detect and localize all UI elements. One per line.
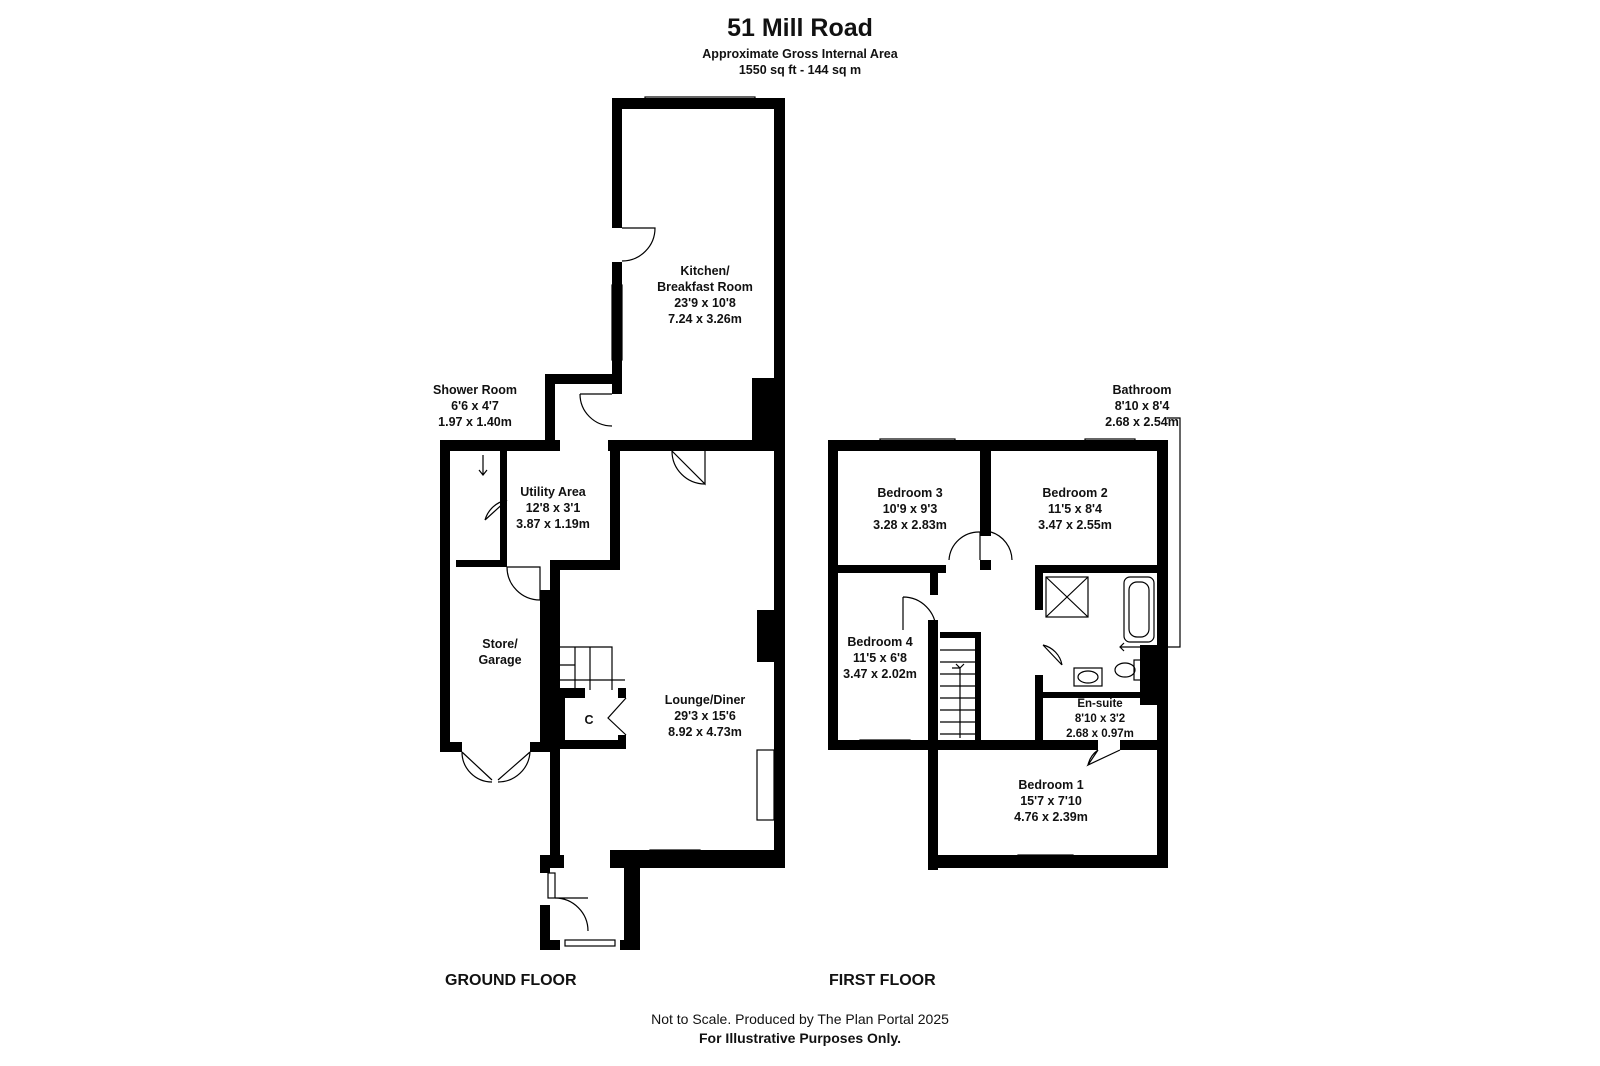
- bathroom-name: Bathroom: [1112, 383, 1172, 397]
- first-floor-walls: [828, 440, 1168, 870]
- bedroom3-label: Bedroom 3 10'9 x 9'3 3.28 x 2.83m: [873, 485, 947, 533]
- utility-imperial: 12'8 x 3'1: [525, 501, 581, 515]
- bedroom3-imperial: 10'9 x 9'3: [882, 502, 938, 516]
- bathroom-label: Bathroom 8'10 x 8'4 2.68 x 2.54m: [1105, 382, 1179, 430]
- store-name-1: Store/: [482, 637, 518, 651]
- bathroom-metric: 2.68 x 2.54m: [1105, 415, 1179, 429]
- utility-metric: 3.87 x 1.19m: [516, 517, 590, 531]
- utility-name: Utility Area: [520, 485, 586, 499]
- bedroom2-imperial: 11'5 x 8'4: [1048, 502, 1102, 516]
- utility-label: Utility Area 12'8 x 3'1 3.87 x 1.19m: [516, 484, 590, 532]
- bedroom4-imperial: 11'5 x 6'8: [853, 651, 907, 665]
- plan-title: 51 Mill Road: [727, 14, 873, 42]
- bedroom4-label: Bedroom 4 11'5 x 6'8 3.47 x 2.02m: [843, 634, 917, 682]
- cupboard-label: C: [584, 712, 593, 728]
- shower-room-name: Shower Room: [432, 383, 518, 397]
- bedroom2-metric: 3.47 x 2.55m: [1038, 518, 1112, 532]
- lounge-name: Lounge/Diner: [664, 693, 746, 707]
- ensuite-label: En-suite 8'10 x 3'2 2.68 x 0.97m: [1066, 697, 1134, 742]
- kitchen-name-2: Breakfast Room: [657, 280, 753, 294]
- bedroom1-imperial: 15'7 x 7'10: [1020, 794, 1082, 808]
- ensuite-name: En-suite: [1077, 698, 1123, 710]
- footer-disclaimer: Not to Scale. Produced by The Plan Porta…: [651, 1011, 949, 1027]
- bedroom4-name: Bedroom 4: [847, 635, 913, 649]
- ground-floor-walls: [440, 98, 785, 950]
- kitchen-metric: 7.24 x 3.26m: [668, 312, 742, 326]
- bedroom3-metric: 3.28 x 2.83m: [873, 518, 947, 532]
- shower-room-label: Shower Room 6'6 x 4'7 1.97 x 1.40m: [433, 382, 517, 430]
- lounge-imperial: 29'3 x 15'6: [674, 709, 736, 723]
- ground-floor-details: [461, 96, 775, 947]
- bedroom2-label: Bedroom 2 11'5 x 8'4 3.47 x 2.55m: [1038, 485, 1112, 533]
- shower-room-imperial: 6'6 x 4'7: [451, 399, 499, 413]
- bedroom4-metric: 3.47 x 2.02m: [843, 667, 917, 681]
- ensuite-imperial: 8'10 x 3'2: [1074, 713, 1126, 725]
- first-floor-details: [859, 417, 1181, 862]
- kitchen-label: Kitchen/ Breakfast Room 23'9 x 10'8 7.24…: [657, 263, 753, 327]
- kitchen-name-1: Kitchen/: [680, 264, 730, 278]
- ground-floor-label: GROUND FLOOR: [445, 972, 577, 989]
- bedroom1-name: Bedroom 1: [1018, 778, 1084, 792]
- ensuite-metric: 2.68 x 0.97m: [1066, 728, 1134, 740]
- lounge-metric: 8.92 x 4.73m: [668, 725, 742, 739]
- bedroom3-name: Bedroom 3: [877, 486, 943, 500]
- store-garage-label: Store/ Garage: [478, 636, 521, 668]
- bedroom1-label: Bedroom 1 15'7 x 7'10 4.76 x 2.39m: [1014, 777, 1088, 825]
- bedroom2-name: Bedroom 2: [1042, 486, 1108, 500]
- footer-note: For Illustrative Purposes Only.: [698, 1030, 901, 1046]
- bathroom-imperial: 8'10 x 8'4: [1114, 399, 1170, 413]
- cupboard-name: C: [584, 713, 594, 727]
- first-floor-label: FIRST FLOOR: [829, 972, 936, 989]
- shower-room-metric: 1.97 x 1.40m: [438, 415, 512, 429]
- store-name-2: Garage: [478, 653, 522, 667]
- kitchen-imperial: 23'9 x 10'8: [674, 296, 736, 310]
- area-caption: Approximate Gross Internal Area: [702, 47, 898, 61]
- lounge-label: Lounge/Diner 29'3 x 15'6 8.92 x 4.73m: [665, 692, 746, 740]
- area-value: 1550 sq ft - 144 sq m: [738, 63, 862, 77]
- bedroom1-metric: 4.76 x 2.39m: [1014, 810, 1088, 824]
